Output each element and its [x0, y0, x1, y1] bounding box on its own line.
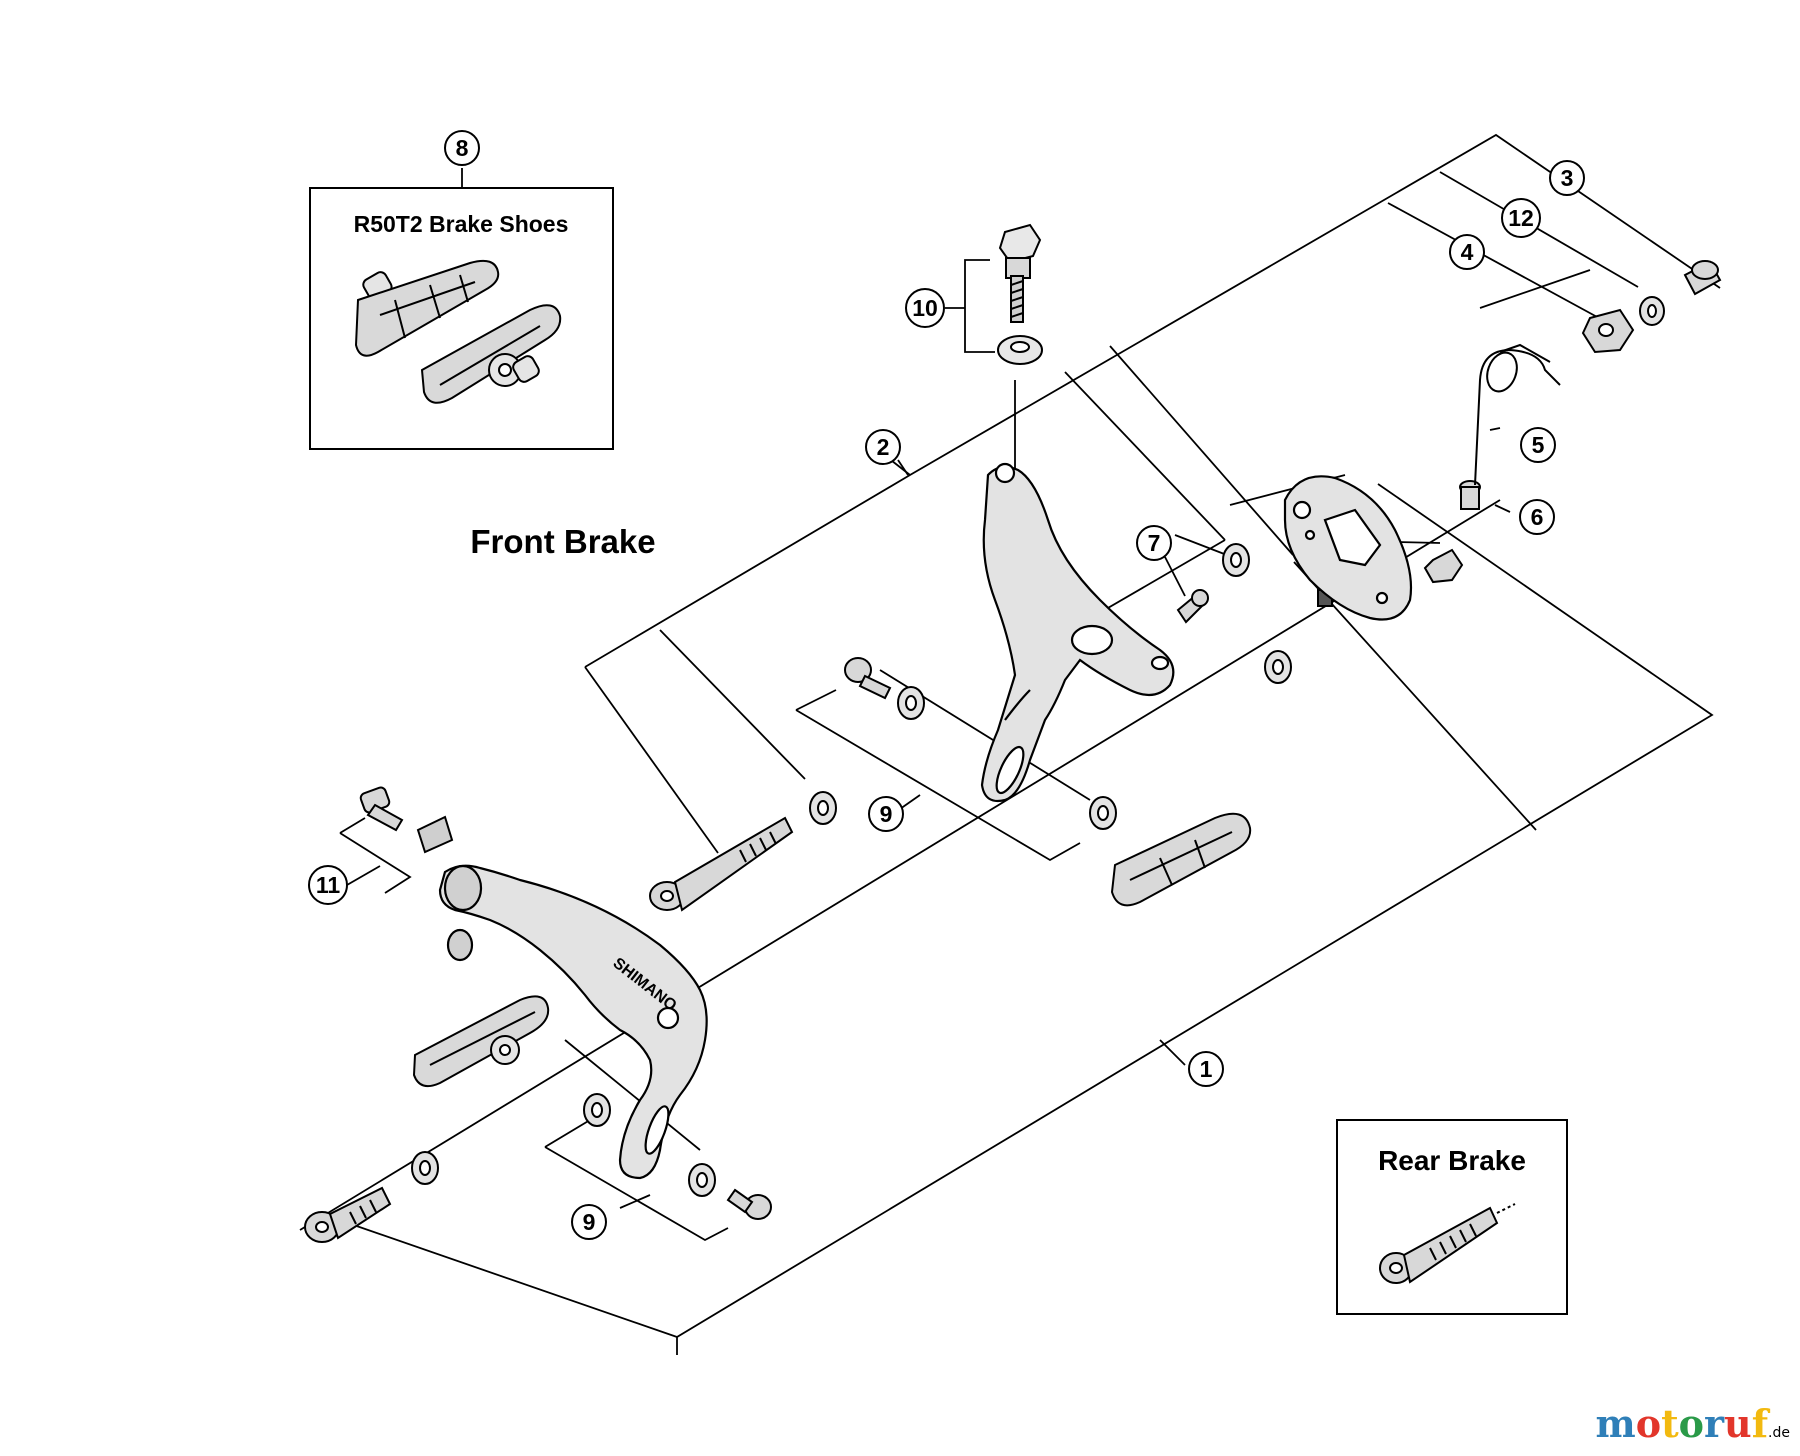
rear-arm-brake-shoe-illustration: [1110, 812, 1252, 907]
svg-text:1: 1: [1200, 1056, 1213, 1082]
svg-text:11: 11: [316, 872, 341, 898]
brake-shoe-lower-illustration: [420, 304, 562, 404]
callout-6: 6: [1519, 499, 1555, 535]
motoruf-watermark-logo: motoruf.de: [1596, 1401, 1790, 1446]
brake-shoes-title: R50T2 Brake Shoes: [354, 211, 569, 237]
brake-shoes-inset-box: R50T2 Brake Shoes: [309, 168, 614, 450]
callouts: 1 2 3 4 5 6 7 8 9 9 10 11 12: [308, 130, 1585, 1240]
front-arm-brake-shoe-illustration: [412, 995, 550, 1088]
callout-4: 4: [1449, 234, 1485, 270]
watermark-letter: m: [1595, 1401, 1636, 1446]
brake-shoe-upper-illustration: [354, 259, 500, 357]
return-spring-illustration: [1474, 343, 1561, 486]
callout-7: 7: [1136, 525, 1172, 561]
rear-caliper-arm-illustration: [980, 462, 1175, 803]
small-bolts: [359, 260, 1722, 1220]
watermark-letter: u: [1724, 1401, 1752, 1446]
watermark-letter: t: [1661, 1401, 1679, 1446]
callout-9-upper: 9: [868, 796, 904, 832]
svg-text:8: 8: [456, 135, 469, 161]
svg-text:5: 5: [1532, 432, 1545, 458]
watermark-suffix: .de: [1768, 1425, 1790, 1441]
rear-brake-bolt-illustration: [1379, 1203, 1516, 1284]
rear-brake-inset-box: Rear Brake: [1336, 1119, 1568, 1315]
front-pivot-bolt-illustration: [304, 1186, 392, 1243]
callout-5: 5: [1520, 427, 1556, 463]
watermark-letter: o: [1678, 1401, 1705, 1446]
adjusting-barrel-illustration: [997, 223, 1043, 365]
watermark-letter: f: [1751, 1401, 1769, 1446]
callout-10: 10: [905, 288, 945, 328]
callout-9-lower: 9: [571, 1204, 607, 1240]
svg-text:12: 12: [1508, 205, 1534, 231]
cam-plate-illustration: [1283, 475, 1413, 621]
callout-3: 3: [1549, 160, 1585, 196]
callout-11: 11: [308, 865, 348, 905]
washers: [411, 296, 1665, 1197]
callout-8: 8: [444, 130, 480, 166]
svg-text:3: 3: [1561, 165, 1574, 191]
pivot-bolt-illustration: [649, 816, 794, 912]
svg-text:2: 2: [877, 434, 890, 460]
svg-text:10: 10: [912, 295, 938, 321]
rear-brake-title: Rear Brake: [1378, 1145, 1526, 1176]
svg-text:7: 7: [1148, 530, 1161, 556]
svg-text:9: 9: [583, 1209, 596, 1235]
svg-text:9: 9: [880, 801, 893, 827]
callout-1: 1: [1188, 1051, 1224, 1087]
svg-text:4: 4: [1461, 239, 1474, 265]
callout-2: 2: [865, 429, 901, 465]
watermark-letter: r: [1704, 1401, 1725, 1446]
front-brake-title: Front Brake: [470, 523, 655, 560]
svg-text:6: 6: [1531, 504, 1544, 530]
watermark-letter: o: [1635, 1401, 1662, 1446]
callout-12: 12: [1501, 198, 1541, 238]
front-caliper-arm-illustration: SHIMANO: [438, 864, 708, 1180]
